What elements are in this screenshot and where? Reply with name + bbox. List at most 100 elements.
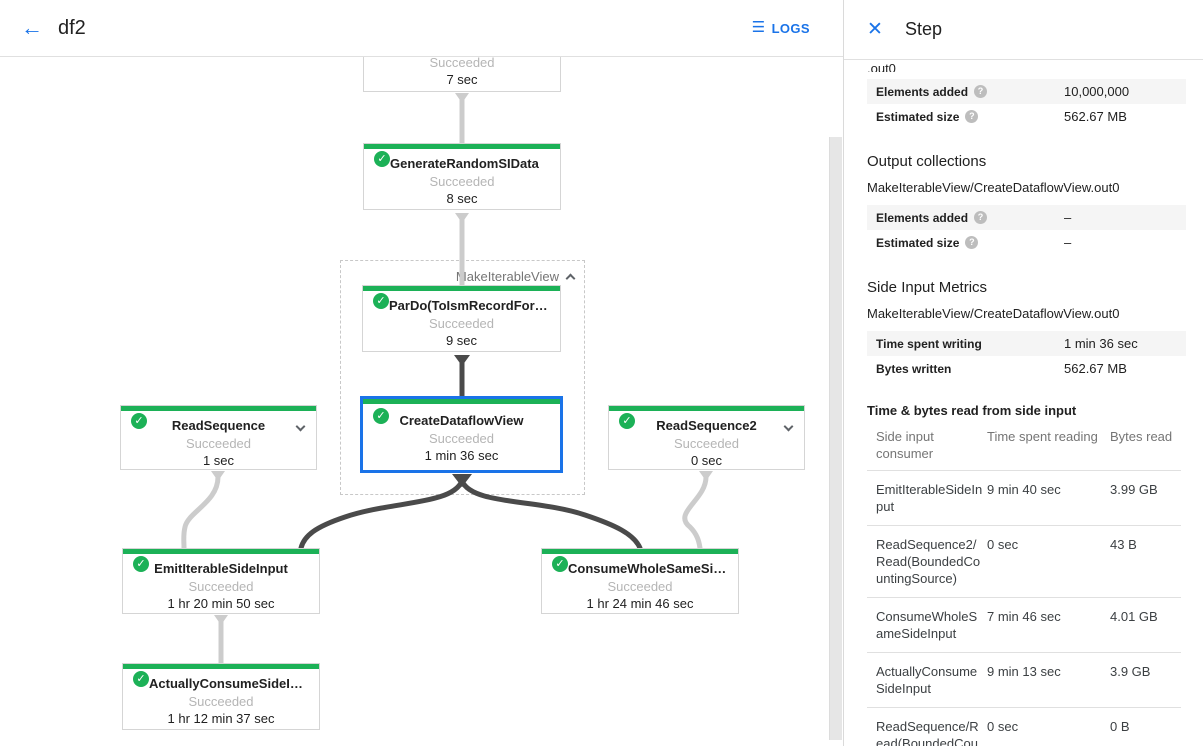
- help-icon[interactable]: ?: [974, 211, 988, 224]
- metric-label: Bytes written: [876, 361, 952, 376]
- table-row: ConsumeWholeSameSideInput 7 min 46 sec 4…: [867, 597, 1181, 653]
- expand-chevron-down-icon[interactable]: [295, 419, 306, 437]
- metric-label: Elements added ?: [876, 211, 988, 225]
- table-header-row: Side input consumer Time spent reading B…: [867, 426, 1181, 471]
- node-status-bar: [542, 549, 738, 554]
- job-graph-canvas: MakeIterableView: [0, 57, 843, 746]
- graph-node-generate-random-si-data[interactable]: ✓ GenerateRandomSIData Succeeded 8 sec: [363, 143, 561, 210]
- node-status: Succeeded: [428, 431, 495, 446]
- metric-value: –: [1064, 210, 1072, 225]
- graph-pane: ← df2 ☰ LOGS MakeIterableView: [0, 0, 843, 746]
- metric-label: Elements added ?: [876, 85, 988, 99]
- node-time: 7 sec: [446, 72, 478, 87]
- metric-row: Time spent writing 1 min 36 sec: [867, 331, 1186, 356]
- back-arrow-icon[interactable]: ←: [21, 15, 43, 40]
- metric-value: –: [1064, 235, 1072, 250]
- node-status-bar: [364, 144, 560, 149]
- output-collections-title: Output collections: [867, 153, 987, 170]
- node-time: 1 hr 20 min 50 sec: [167, 596, 275, 611]
- metric-row: Elements added ? –: [867, 205, 1186, 230]
- step-details-panel: ✕ Step .out0 Elements added ? 10,000,000…: [843, 0, 1203, 746]
- logs-button[interactable]: ☰ LOGS: [752, 0, 810, 57]
- metric-value: 562.67 MB: [1064, 361, 1127, 376]
- success-check-icon: ✓: [552, 556, 568, 572]
- metric-value: 562.67 MB: [1064, 109, 1127, 124]
- panel-title: Step: [905, 19, 943, 39]
- graph-node-read-sequence2[interactable]: ✓ ReadSequence2 Succeeded 0 sec: [608, 405, 805, 470]
- success-check-icon: ✓: [373, 293, 389, 309]
- graph-node-emit-iterable-side-input[interactable]: ✓ EmitIterableSideInput Succeeded 1 hr 2…: [122, 548, 320, 614]
- node-time: 9 sec: [445, 333, 478, 348]
- success-check-icon: ✓: [619, 413, 635, 429]
- metric-row: Estimated size ? –: [867, 230, 1186, 255]
- panel-content: .out0 Elements added ? 10,000,000 Estima…: [844, 60, 1203, 746]
- metric-label: Estimated size ?: [876, 236, 979, 250]
- node-title: ReadSequence2: [656, 418, 757, 433]
- table-row: EmitIterableSideInput 9 min 40 sec 3.99 …: [867, 470, 1181, 526]
- logs-list-icon: ☰: [751, 19, 766, 36]
- node-title: CreateDataflowView: [399, 413, 524, 428]
- collection-name: MakeIterableView/CreateDataflowView.out0: [867, 180, 1120, 195]
- job-header: ← df2 ☰ LOGS: [0, 0, 843, 57]
- graph-node-top-clipped[interactable]: Succeeded 7 sec: [363, 57, 561, 92]
- help-icon[interactable]: ?: [965, 110, 979, 123]
- success-check-icon: ✓: [373, 408, 389, 424]
- node-status: Succeeded: [188, 694, 254, 709]
- logs-button-label: LOGS: [771, 21, 810, 36]
- node-status: Succeeded: [607, 579, 673, 594]
- metric-value: 10,000,000: [1064, 84, 1130, 99]
- table-row: ActuallyConsumeSideInput 9 min 13 sec 3.…: [867, 652, 1181, 708]
- graph-node-read-sequence[interactable]: ✓ ReadSequence Succeeded 1 sec: [120, 405, 317, 470]
- node-time: 1 hr 24 min 46 sec: [586, 596, 694, 611]
- success-check-icon: ✓: [131, 413, 147, 429]
- panel-header: ✕ Step: [844, 0, 1203, 60]
- node-title: ActuallyConsumeSideI…: [149, 676, 303, 691]
- node-status-bar: [363, 286, 560, 291]
- node-time: 0 sec: [690, 453, 723, 468]
- metric-label: Estimated size ?: [876, 110, 979, 124]
- node-status: Succeeded: [428, 316, 495, 331]
- group-collapse-control[interactable]: MakeIterableView: [455, 269, 576, 284]
- success-check-icon: ✓: [133, 556, 149, 572]
- node-status: Succeeded: [429, 174, 495, 189]
- collection-name: MakeIterableView/CreateDataflowView.out0: [867, 306, 1120, 321]
- node-time: 1 min 36 sec: [424, 448, 499, 463]
- table-row: ReadSequence/Read(BoundedCountingSource)…: [867, 707, 1181, 746]
- metric-label: Time spent writing: [876, 336, 982, 351]
- node-status-bar: [363, 399, 560, 404]
- graph-node-consume-whole-same-side-input[interactable]: ✓ ConsumeWholeSameSi… Succeeded 1 hr 24 …: [541, 548, 739, 614]
- graph-node-actually-consume-side-input[interactable]: ✓ ActuallyConsumeSideI… Succeeded 1 hr 1…: [122, 663, 320, 730]
- node-status: Succeeded: [673, 436, 740, 451]
- truncated-collection-name: .out0: [867, 61, 896, 72]
- node-title: ReadSequence: [171, 418, 266, 433]
- graph-node-pardo-to-ism-record[interactable]: ✓ ParDo(ToIsmRecordFor… Succeeded 9 sec: [362, 285, 561, 352]
- help-icon[interactable]: ?: [974, 85, 988, 98]
- job-title: df2: [58, 16, 86, 39]
- column-header: Side input consumer: [867, 426, 987, 471]
- node-status-bar: [121, 406, 316, 411]
- column-header: Time spent reading: [987, 426, 1110, 471]
- node-time: 1 sec: [202, 453, 235, 468]
- node-title: ParDo(ToIsmRecordFor…: [389, 298, 548, 313]
- node-status: Succeeded: [185, 436, 252, 451]
- node-status-bar: [123, 664, 319, 669]
- group-label: MakeIterableView: [455, 269, 559, 284]
- column-header: Bytes read: [1110, 426, 1181, 471]
- success-check-icon: ✓: [374, 151, 390, 167]
- table-row: ReadSequence2/Read(BoundedCountingSource…: [867, 525, 1181, 598]
- metric-value: 1 min 36 sec: [1064, 336, 1138, 351]
- node-title: GenerateRandomSIData: [390, 156, 539, 171]
- node-status-bar: [609, 406, 804, 411]
- metric-row: Estimated size ? 562.67 MB: [867, 104, 1186, 129]
- help-icon[interactable]: ?: [965, 236, 979, 249]
- vertical-scrollbar-thumb[interactable]: [829, 137, 842, 740]
- side-input-metrics-title: Side Input Metrics: [867, 279, 988, 296]
- node-status: Succeeded: [188, 579, 254, 594]
- node-status: Succeeded: [429, 57, 495, 70]
- graph-edges: [181, 93, 713, 666]
- graph-node-create-dataflow-view-selected[interactable]: ✓ CreateDataflowView Succeeded 1 min 36 …: [360, 396, 563, 473]
- close-icon[interactable]: ✕: [867, 19, 883, 40]
- node-time: 8 sec: [446, 191, 478, 206]
- expand-chevron-down-icon[interactable]: [783, 419, 794, 437]
